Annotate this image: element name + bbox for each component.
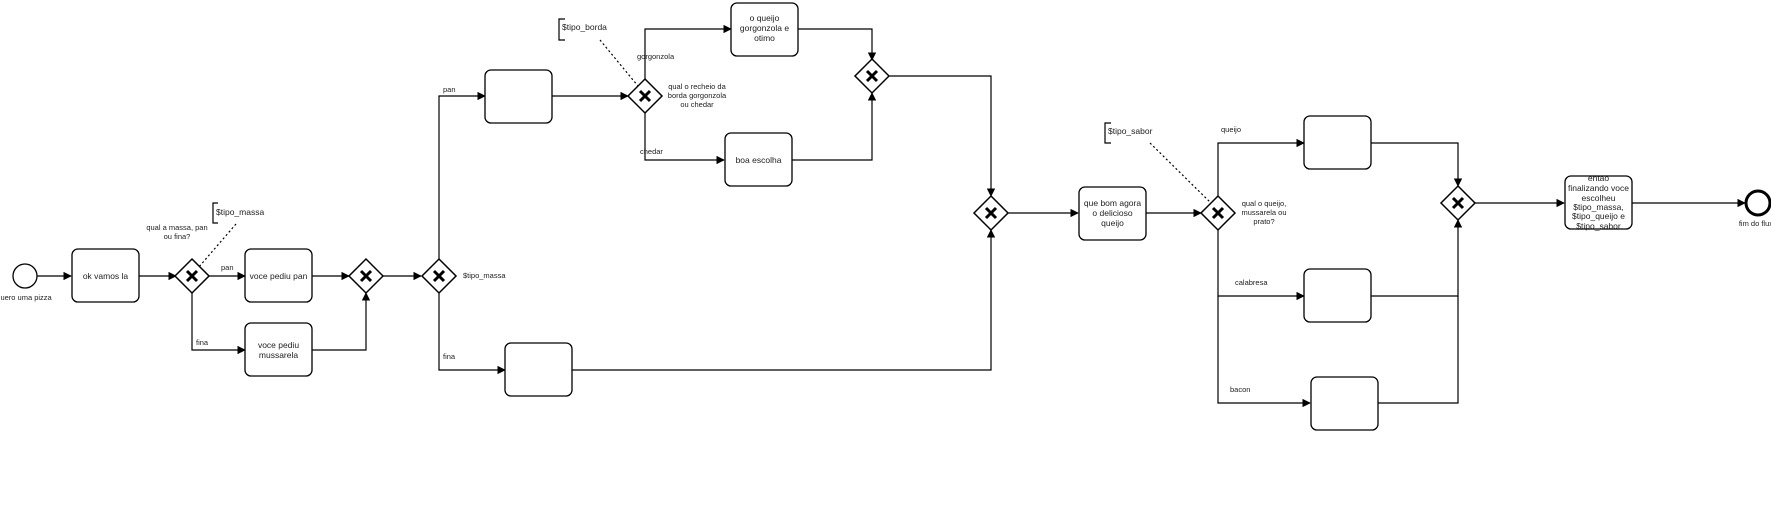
gateway-borda-question: qual o recheio da [668,82,726,91]
gateway-merge-queijo[interactable] [1439,184,1477,222]
task-queijo-empty[interactable] [1303,115,1372,170]
task-label: $tipo_massa, [1573,202,1624,212]
flow-gw3-fina[interactable] [438,293,506,375]
flow-gw4-chedar[interactable] [644,113,725,165]
flow-gorgonzola-to-gw5[interactable] [798,28,877,61]
flow-gw1-to-mussarela[interactable] [191,292,246,355]
flow-label-queijo: queijo [1221,125,1241,134]
gateway-merge-borda[interactable] [853,57,891,95]
task-label: entao [1588,173,1610,183]
association-tipo-sabor [1149,142,1213,205]
flow-label-calabresa: calabresa [1235,278,1268,287]
gateway-merge-massa-final[interactable] [972,194,1010,232]
end-event[interactable]: fim do fluxo [1739,189,1771,228]
flow-boa-to-gw5[interactable] [792,92,877,161]
association-tipo-massa [197,223,237,269]
flow-mussarela-to-gw2[interactable] [312,292,371,351]
flow-gw7-queijo[interactable] [1217,138,1305,196]
annotation-tipo-borda: $tipo_borda [562,22,607,32]
task-entao-finalizando[interactable]: entao finalizando voce escolheu $tipo_ma… [1564,173,1633,231]
sequence-flows [37,24,1746,408]
flow-gw5-to-gw6[interactable] [889,75,996,197]
gateway-massa-question: qual a massa, pan [146,223,207,232]
gateway-queijo[interactable] [1199,194,1237,232]
flow-label-fina: fina [443,352,456,361]
task-label: mussarela [259,350,298,360]
gateway-massa[interactable] [173,257,211,295]
task-label: voce pediu [258,340,299,350]
task-fina-empty[interactable] [504,342,573,397]
flow-label-chedar: chedar [640,147,663,156]
task-label: finalizando voce [1568,183,1629,193]
gateway-tipo-massa-label: $tipo_massa [463,271,506,280]
annotation-bracket-tipo-sabor [1104,122,1111,144]
task-label: ok vamos la [83,271,129,281]
association-tipo-borda [599,39,639,87]
task-bacon-empty[interactable] [1310,376,1379,431]
task-label: voce pediu pan [250,271,308,281]
task-boa-escolha[interactable]: boa escolha [724,132,793,187]
task-label: o queijo [750,13,780,23]
flow-fina-task-to-gw6[interactable] [572,229,996,371]
flow-label-fina: fina [196,338,209,347]
task-o-queijo-gorgonzola[interactable]: o queijo gorgonzola e otimo [730,2,799,57]
flow-label-pan: pan [443,85,456,94]
gateway-borda[interactable] [626,77,664,115]
annotation-tipo-sabor: $tipo_sabor [1108,126,1153,136]
task-label: otimo [754,33,775,43]
start-event[interactable]: quero uma pizza [0,263,53,302]
gateway-borda-question: ou chedar [680,100,714,109]
flow-label-gorgonzola: gorgonzola [637,52,675,61]
task-label: boa escolha [736,155,782,165]
task-label: o delicioso [1092,208,1132,218]
annotation-tipo-massa: $tipo_massa [216,207,264,217]
flow-label-pan: pan [221,263,234,272]
flow-calabresa-to-gw8[interactable] [1371,219,1463,297]
task-calabresa-empty[interactable] [1303,268,1372,323]
gateway-tipo-massa[interactable] [420,257,458,295]
task-label: que bom agora [1084,198,1141,208]
task-que-bom-agora[interactable]: que bom agora o delicioso queijo [1078,186,1147,241]
end-event-label: fim do fluxo [1739,219,1771,228]
flow-gw3-pan[interactable] [438,91,486,259]
task-ok-vamos-la[interactable]: ok vamos la [71,248,140,303]
task-label: escolheu [1581,193,1615,203]
gateway-queijo-question: mussarela ou [1241,208,1286,217]
start-event-label: quero uma pizza [0,293,53,302]
gateway-queijo-question: qual o queijo, [1242,199,1287,208]
gateway-merge-massa[interactable] [347,257,385,295]
gateway-massa-question: ou fina? [164,232,191,241]
flow-queijo-to-gw8[interactable] [1371,142,1463,187]
gateway-labels: qual a massa, pan ou fina? qual o rechei… [146,82,1286,280]
task-voce-pediu-pan[interactable]: voce pediu pan [244,248,313,303]
annotation-bracket-tipo-massa [212,202,218,224]
flow-label-bacon: bacon [1230,385,1250,394]
flow-gw4-gorgonzola[interactable] [644,24,732,79]
task-label: gorgonzola e [740,23,789,33]
task-voce-pediu-mussarela[interactable]: voce pediu mussarela [244,322,313,377]
task-label: $tipo_sabor [1576,221,1621,231]
gateway-queijo-question: prato? [1253,217,1274,226]
task-label: queijo [1101,218,1124,228]
flow-bacon-to-gw8[interactable] [1378,296,1459,404]
task-pan-empty[interactable] [484,69,553,124]
flow-gw7-bacon[interactable] [1217,296,1311,408]
gateway-borda-question: borda gorgonzola [668,91,727,100]
annotations: $tipo_massa $tipo_borda $tipo_sabor [197,18,1213,269]
annotation-bracket-tipo-borda [558,18,565,41]
task-label: $tipo_queijo e [1572,211,1625,221]
flow-labels: pan fina pan fina gorgonzola chedar quei… [196,52,1268,394]
